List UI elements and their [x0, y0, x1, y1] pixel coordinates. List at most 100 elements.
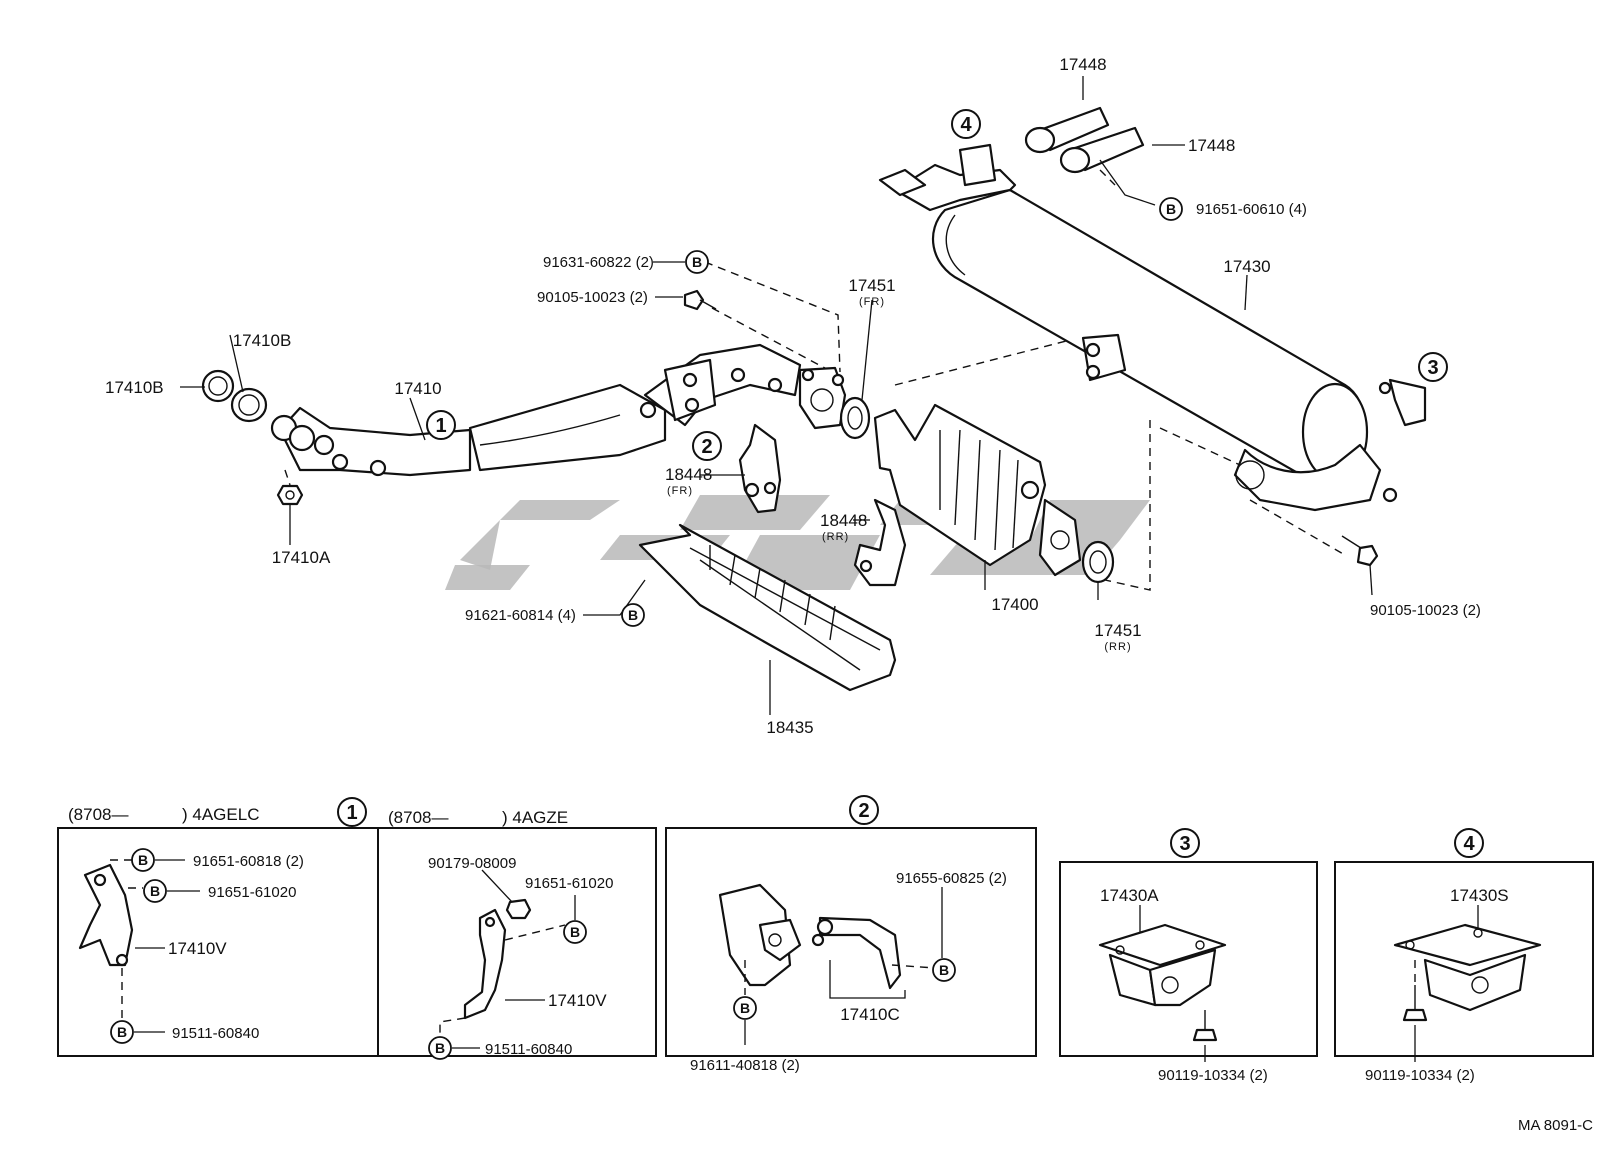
- bolt-symbol-91631-60822: B: [685, 250, 709, 274]
- bolt-symbol-text: B: [138, 852, 148, 868]
- label-17430: 17430: [1223, 257, 1270, 276]
- d1a-header-code: (8708—: [68, 805, 128, 824]
- label-18448-fr-sub: (FR): [667, 485, 693, 497]
- d1b-header-engine: ) 4AGZE: [502, 808, 568, 827]
- d2-label-91611-40818: 91611-40818 (2): [690, 1057, 800, 1074]
- leader-lines: [180, 76, 1373, 715]
- bolt-symbol-text: B: [740, 1000, 750, 1016]
- d4-label-90119-10334: 90119-10334 (2): [1365, 1067, 1475, 1084]
- callout-3-main: 3: [1418, 352, 1448, 382]
- label-17410: 17410: [394, 379, 441, 398]
- d1a-bracket-drawing: [78, 859, 143, 1020]
- d1a-label-91651-60818: 91651-60818 (2): [193, 853, 304, 870]
- label-18448-rr: 18448: [820, 511, 867, 530]
- label-18448-fr: 18448: [665, 465, 712, 484]
- label-91621-60814: 91621-60814 (4): [465, 607, 576, 624]
- detail-panel-2: 2 B B 91655-60825 (2) 91611-40818 (2) 17…: [665, 795, 1037, 1074]
- bracket-18448-fr: [738, 423, 782, 514]
- bolt-symbol-text: B: [628, 607, 638, 623]
- label-17451-fr-sub: (FR): [859, 296, 885, 308]
- bracket-18448-rr: [853, 498, 907, 587]
- bolt-90105-top: [683, 289, 717, 311]
- label-91651-60610: 91651-60610 (4): [1196, 201, 1307, 218]
- callout-4-text: 4: [960, 114, 972, 136]
- detail-panel-4: 4 17430S 90119-10334 (2): [1334, 828, 1594, 1084]
- bolt-symbol-text: B: [435, 1040, 445, 1056]
- d1b-bracket-drawing: [439, 898, 566, 1035]
- label-17451-rr-sub: (RR): [1104, 641, 1131, 653]
- bolt-symbol-91651-60610: B: [1159, 197, 1183, 221]
- callout-1-text: 1: [435, 415, 446, 437]
- d2-hanger-drawing: [718, 883, 936, 995]
- d1b-bolt-b1: B: [563, 920, 587, 944]
- d3-mount-drawing: [1098, 923, 1227, 1042]
- d1a-header-engine: ) 4AGELC: [182, 805, 259, 824]
- gasket-17451-rr: [1081, 540, 1115, 584]
- bolt-symbol-text: B: [117, 1024, 127, 1040]
- label-90105-10023-right: 90105-10023 (2): [1370, 602, 1481, 619]
- muffler-17430: [878, 143, 1398, 512]
- label-17410B-top: 17410B: [233, 331, 292, 350]
- callout-3-text: 3: [1427, 357, 1438, 379]
- d2-label-17410C: 17410C: [840, 1005, 900, 1024]
- pipe-flange: [798, 366, 847, 430]
- d4-callout-text: 4: [1463, 833, 1475, 855]
- bolt-symbol-text: B: [150, 883, 160, 899]
- d1b-label-17410V: 17410V: [548, 991, 607, 1010]
- nut-17410A: [276, 484, 304, 506]
- d3-callout-text: 3: [1179, 833, 1190, 855]
- d1a-label-91651-61020: 91651-61020: [208, 884, 296, 901]
- bolt-symbol-text: B: [939, 962, 949, 978]
- tail-pipe-tip-right: [1059, 126, 1145, 174]
- label-17451-rr: 17451: [1094, 621, 1141, 640]
- callout-1-main: 1: [426, 410, 456, 440]
- bolt-symbol-text: B: [570, 924, 580, 940]
- callout-2-main: 2: [692, 431, 722, 461]
- front-pipe-17410: [270, 343, 802, 477]
- d1b-label-91511-60840: 91511-60840: [485, 1041, 572, 1058]
- heat-insulator-18435: [638, 523, 897, 692]
- gasket-17410B: [201, 369, 268, 423]
- d1-callout-text: 1: [346, 802, 357, 824]
- tail-pipe-tip-top: [1024, 106, 1110, 154]
- catalytic-converter-17400: [873, 403, 1082, 577]
- d2-bolt-b2: B: [733, 996, 757, 1020]
- hanger-3: [1378, 378, 1427, 427]
- d1a-bolt-b2: B: [143, 879, 167, 903]
- d1a-label-17410V: 17410V: [168, 939, 227, 958]
- pipe-bracket-2: [663, 358, 783, 422]
- label-90105-10023-top: 90105-10023 (2): [537, 289, 648, 306]
- d4-mount-drawing: [1393, 923, 1542, 1022]
- d1a-bolt-b1: B: [131, 848, 155, 872]
- d3-label-90119-10334: 90119-10334 (2): [1158, 1067, 1268, 1084]
- d1a-label-91511-60840: 91511-60840: [172, 1025, 259, 1042]
- dashed-connector-lines: [284, 169, 1346, 591]
- bolt-symbol-91621-60814: B: [621, 603, 645, 627]
- d3-label-17430A: 17430A: [1100, 886, 1159, 905]
- d4-label-17430S: 17430S: [1450, 886, 1509, 905]
- label-18448-rr-sub: (RR): [822, 531, 849, 543]
- main-labels: 17448 17448 91651-60610 (4) 17430 91631-…: [105, 55, 1481, 737]
- detail-panel-3: 3 17430A 90119-10334 (2): [1059, 828, 1318, 1084]
- d1a-bolt-b3: B: [110, 1020, 134, 1044]
- label-91631-60822: 91631-60822 (2): [543, 254, 654, 271]
- label-17410B-left: 17410B: [105, 378, 164, 397]
- d2-label-91655-60825: 91655-60825 (2): [896, 870, 1007, 887]
- bolt-symbol-text: B: [1166, 201, 1176, 217]
- d1b-label-90179-08009: 90179-08009: [428, 855, 516, 872]
- bolt-90105-right: [1341, 535, 1379, 567]
- d1b-header-code: (8708—: [388, 808, 448, 827]
- label-17451-fr: 17451: [848, 276, 895, 295]
- callout-2-text: 2: [701, 436, 712, 458]
- label-17410A: 17410A: [272, 548, 331, 567]
- label-17448-top: 17448: [1059, 55, 1106, 74]
- gasket-17451-fr: [839, 396, 871, 440]
- d2-callout-text: 2: [858, 800, 869, 822]
- detail-panel-1: (8708— ) 4AGELC 1 (8708— ) 4AGZE B B B: [57, 797, 657, 1060]
- d1b-bolt-b2: B: [428, 1036, 452, 1060]
- d2-bolt-b1: B: [932, 958, 956, 982]
- callout-4-main: 4: [951, 109, 981, 139]
- label-17448-right: 17448: [1188, 136, 1235, 155]
- label-17400: 17400: [991, 595, 1038, 614]
